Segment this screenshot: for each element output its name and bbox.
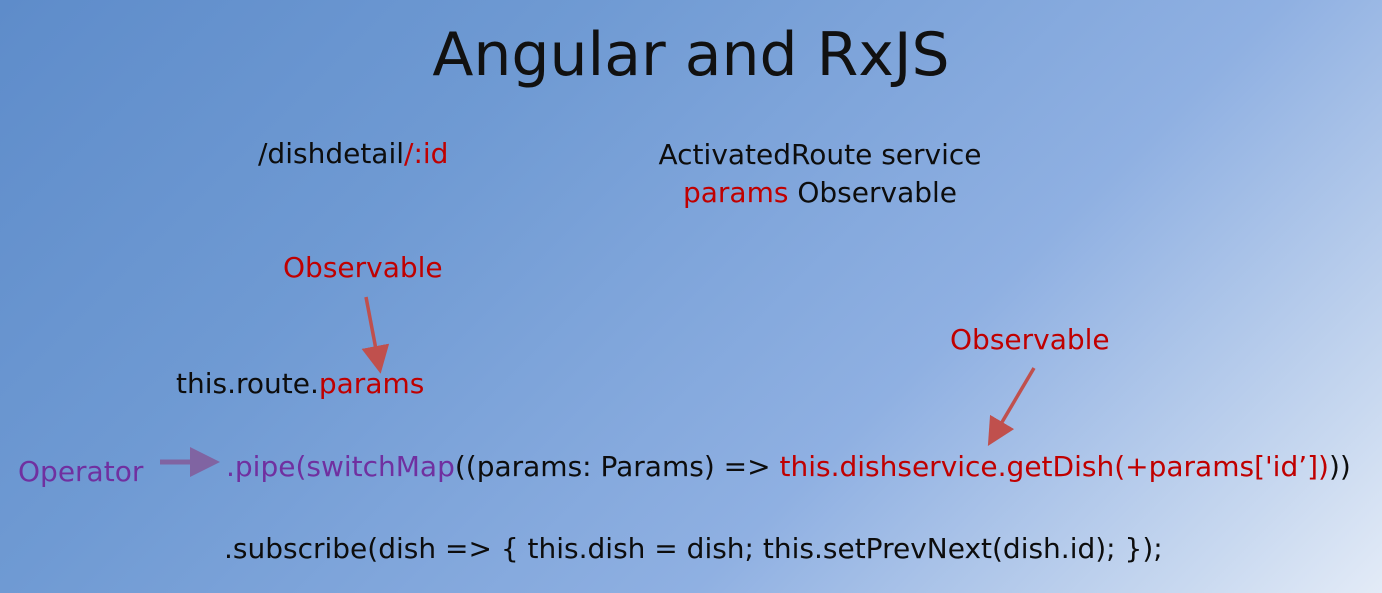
observable-label-get-dish: Observable	[950, 323, 1110, 356]
code-route-prefix: this.route.	[176, 367, 319, 400]
slide-title: Angular and RxJS	[432, 20, 950, 90]
code-get-dish-call: this.dishservice.getDish(+params['id’])	[779, 450, 1329, 483]
code-pipe-args: ((params: Params) =>	[454, 450, 780, 483]
activated-route-description: ActivatedRoute service params Observable	[620, 136, 1020, 212]
service-observable-text: Observable	[788, 176, 957, 209]
route-path-prefix: /dishdetail	[258, 137, 405, 170]
service-line-2: params Observable	[620, 174, 1020, 212]
code-subscribe-line: .subscribe(dish => { this.dish = dish; t…	[224, 532, 1163, 565]
service-params-highlight: params	[682, 176, 789, 209]
observable-label-route-params: Observable	[283, 251, 443, 284]
service-line-1: ActivatedRoute service	[658, 138, 982, 171]
code-pipe-operator: .pipe(switchMap	[226, 450, 455, 483]
operator-label: Operator	[18, 455, 144, 488]
code-pipe-line: .pipe(switchMap((params: Params) => this…	[226, 449, 1351, 485]
code-route-params: this.route.params	[176, 366, 424, 402]
arrow-observable-to-route-params	[361, 296, 390, 374]
route-path: /dishdetail/:id	[258, 136, 448, 172]
route-path-param: /:id	[404, 137, 449, 170]
code-pipe-close: ))	[1328, 450, 1351, 483]
arrow-observable-to-get-dish	[987, 367, 1036, 447]
